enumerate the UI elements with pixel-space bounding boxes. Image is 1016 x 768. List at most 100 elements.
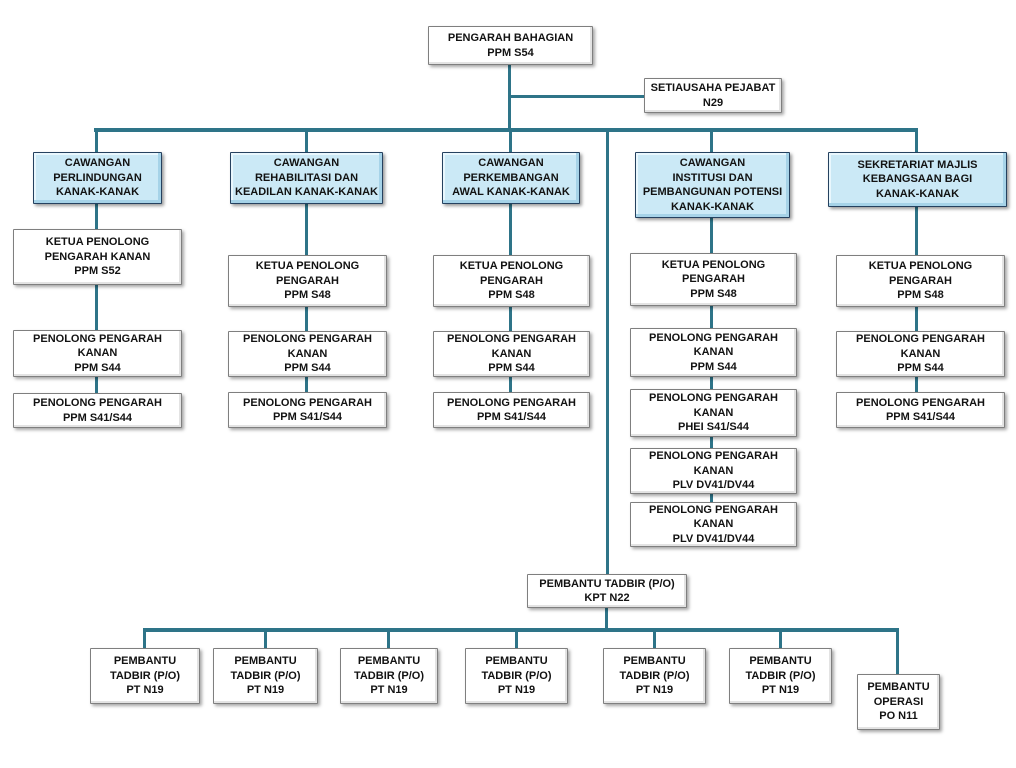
- box-line: PEMBANTU: [867, 681, 930, 694]
- box-line: PPM S48: [488, 289, 535, 302]
- box-line: PEMBANTU TADBIR (P/O): [539, 577, 675, 590]
- box-line: KANAN: [693, 464, 734, 477]
- connector-clerk-bottom: [605, 608, 608, 630]
- box-line: PPM S54: [487, 46, 534, 59]
- box-line: REHABILITASI DAN: [254, 171, 359, 184]
- box-line: PPM S48: [690, 287, 737, 300]
- connector-col5-a: [915, 207, 918, 255]
- box-line: KETUA PENOLONG: [459, 260, 564, 273]
- box-line: PEMBANGUNAN POTENSI: [642, 186, 783, 198]
- box-line: PT N19: [246, 684, 285, 697]
- box-line: PEMBANTU: [113, 655, 177, 668]
- connector-col3-b: [509, 307, 512, 331]
- box-line: PPM S52: [74, 265, 121, 278]
- box-line: KANAK-KANAK: [55, 186, 140, 199]
- box-line: PT N19: [761, 684, 800, 697]
- box-line: PENOLONG PENGARAH: [856, 396, 985, 409]
- connector-secretary: [509, 95, 645, 98]
- box-line: N29: [702, 96, 724, 109]
- box-line: CAWANGAN: [273, 157, 340, 170]
- connector-drop-support-1: [143, 631, 146, 648]
- box-line: KETUA PENOLONG: [45, 236, 150, 249]
- box-line: PEMBANTU: [623, 655, 686, 668]
- connector-main-rail: [94, 128, 918, 132]
- box-line: PENGARAH KANAN: [44, 250, 151, 263]
- box-line: SETIAUSAHA PEJABAT: [650, 82, 776, 94]
- box-line: TADBIR (P/O): [619, 669, 690, 682]
- connector-col4-a: [710, 218, 713, 253]
- connector-drop-support-6: [779, 631, 782, 648]
- connector-col4-e: [710, 494, 713, 502]
- connector-col2-c: [305, 377, 308, 392]
- box-line: PHEI S41/S44: [678, 421, 749, 434]
- box-line: PENOLONG PENGARAH: [243, 333, 372, 346]
- box-line: PPM S44: [690, 360, 737, 373]
- box-line: PENOLONG PENGARAH: [649, 392, 778, 405]
- connector-col1-a: [95, 204, 98, 229]
- box-line: PLV DV41/DV44: [672, 532, 755, 545]
- connector-drop-branch-1: [95, 131, 98, 152]
- box-line: KETUA PENOLONG: [661, 258, 766, 271]
- connector-drop-support-7: [896, 631, 899, 674]
- box-line: PEMBANTU: [357, 655, 421, 668]
- connector-bottom-rail: [143, 628, 899, 632]
- box-line: PENOLONG PENGARAH: [447, 396, 576, 409]
- box-line: KANAN: [900, 347, 941, 360]
- box-line: PENOLONG PENGARAH: [649, 331, 778, 344]
- box-line: PENOLONG PENGARAH: [33, 332, 162, 345]
- box-line: PENGARAH: [889, 274, 952, 287]
- box-line: TADBIR (P/O): [230, 669, 301, 682]
- box-line: KANAN: [491, 347, 532, 360]
- box-line: TADBIR (P/O): [353, 669, 425, 682]
- box-line: SEKRETARIAT MAJLIS: [857, 158, 978, 171]
- connector-col2-a: [305, 204, 308, 255]
- box-line: CAWANGAN: [478, 157, 544, 170]
- box-line: KETUA PENOLONG: [868, 260, 973, 273]
- box-line: OPERASI: [873, 695, 924, 708]
- box-line: KEBANGSAAN BAGI: [862, 173, 973, 186]
- box-line: CAWANGAN: [679, 157, 746, 169]
- box-line: PPM S44: [74, 361, 121, 374]
- box-line: PT N19: [370, 684, 408, 697]
- box-line: PERKEMBANGAN: [463, 171, 559, 184]
- box-line: KPT N22: [584, 592, 630, 604]
- box-line: PENGARAH: [682, 273, 745, 286]
- box-line: KANAN: [693, 406, 734, 419]
- box-line: PENOLONG PENGARAH: [856, 333, 985, 346]
- connector-drop-branch-4: [710, 131, 713, 152]
- connector-col1-c: [95, 377, 98, 393]
- box-line: PT N19: [635, 684, 674, 697]
- box-line: PENOLONG PENGARAH: [33, 397, 162, 409]
- box-line: PPM S44: [284, 362, 331, 375]
- box-line: PENGARAH: [480, 274, 543, 287]
- box-line: KANAN: [693, 518, 734, 531]
- box-line: PLV DV41/DV44: [672, 479, 755, 492]
- box-line: PEMBANTU: [234, 655, 297, 668]
- connector-col1-b: [95, 285, 98, 330]
- connector-drop-branch-2: [305, 131, 308, 152]
- connector-col2-b: [305, 307, 308, 331]
- box-line: PPM S44: [897, 362, 944, 375]
- box-pembantu-tadbir-kpt: PEMBANTU TADBIR (P/O) KPT N22: [527, 574, 687, 608]
- box-line: PEMBANTU: [485, 655, 548, 668]
- connector-drop-branch-5: [915, 131, 918, 152]
- box-line: KANAN: [693, 346, 734, 359]
